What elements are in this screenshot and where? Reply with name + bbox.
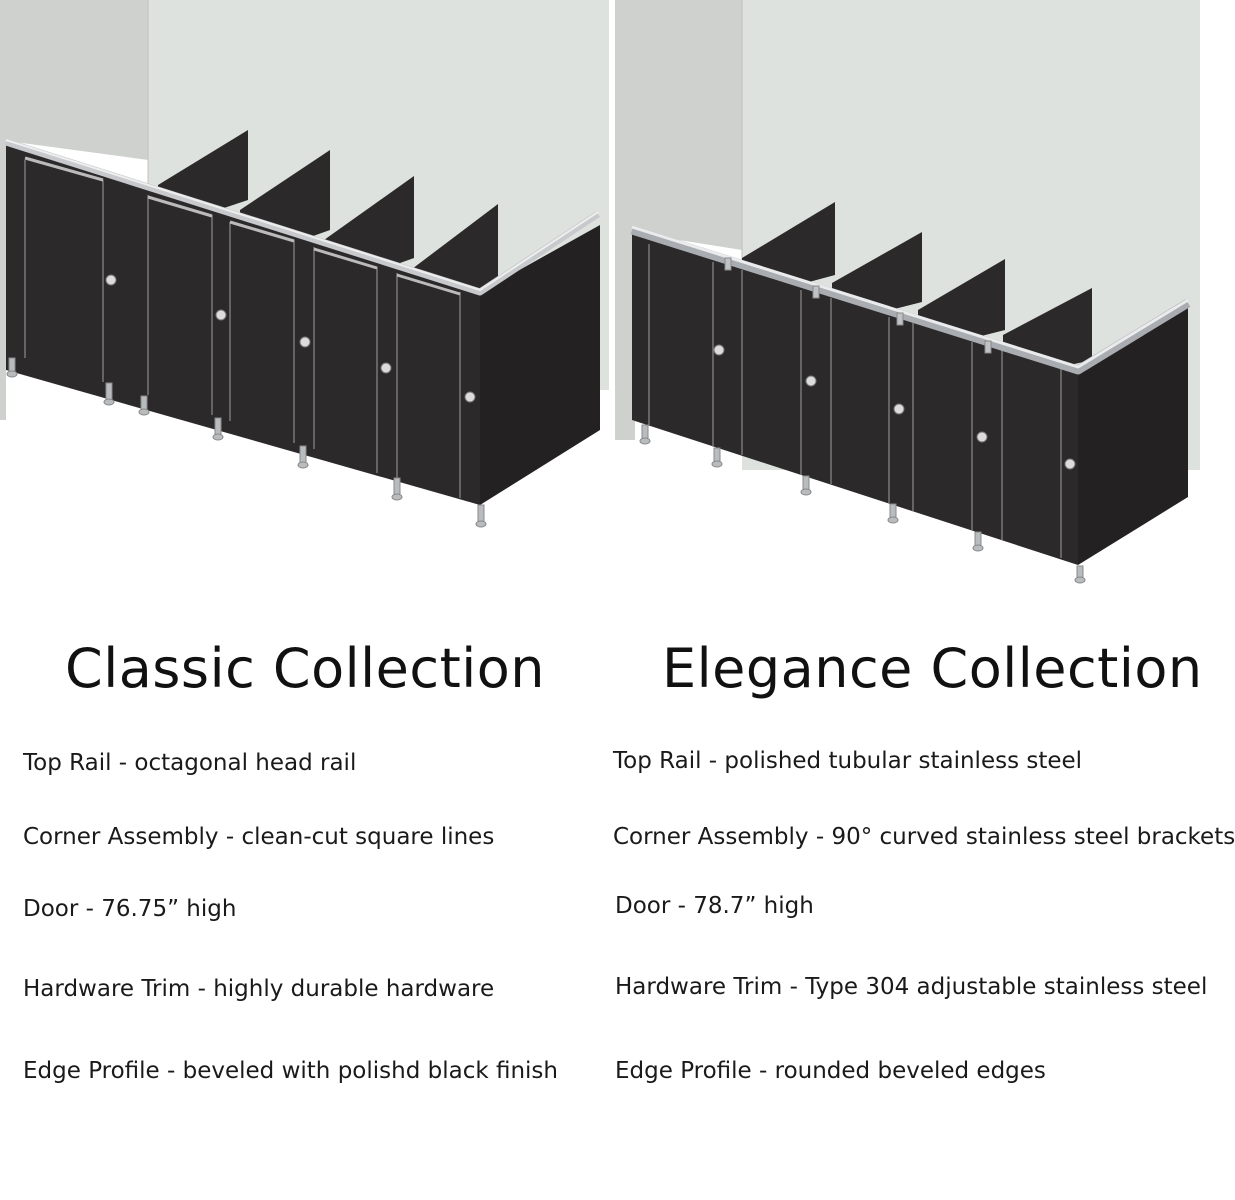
- elegance-spec-top-rail: Top Rail - polished tubular stainless st…: [613, 748, 1083, 774]
- classic-spec-door: Door - 76.75” high: [23, 896, 237, 922]
- elegance-spec-corner-assembly: Corner Assembly - 90° curved stainless s…: [613, 824, 1235, 850]
- classic-collection-title: Classic Collection: [65, 637, 546, 700]
- elegance-spec-edge-profile: Edge Profile - rounded beveled edges: [615, 1058, 1046, 1084]
- partitions-illustration: [0, 0, 1200, 600]
- elegance-collection-title: Elegance Collection: [662, 637, 1203, 700]
- elegance-partition-illustration: [615, 0, 1200, 584]
- classic-spec-hardware-trim: Hardware Trim - highly durable hardware: [23, 976, 495, 1002]
- classic-spec-corner-assembly: Corner Assembly - clean-cut square lines: [23, 824, 495, 850]
- elegance-spec-hardware-trim: Hardware Trim - Type 304 adjustable stai…: [615, 974, 1208, 1000]
- elegance-spec-door: Door - 78.7” high: [615, 893, 814, 919]
- classic-spec-top-rail: Top Rail - octagonal head rail: [23, 750, 357, 776]
- classic-spec-edge-profile: Edge Profile - beveled with polishd blac…: [23, 1058, 558, 1084]
- classic-partition-illustration: [0, 0, 615, 600]
